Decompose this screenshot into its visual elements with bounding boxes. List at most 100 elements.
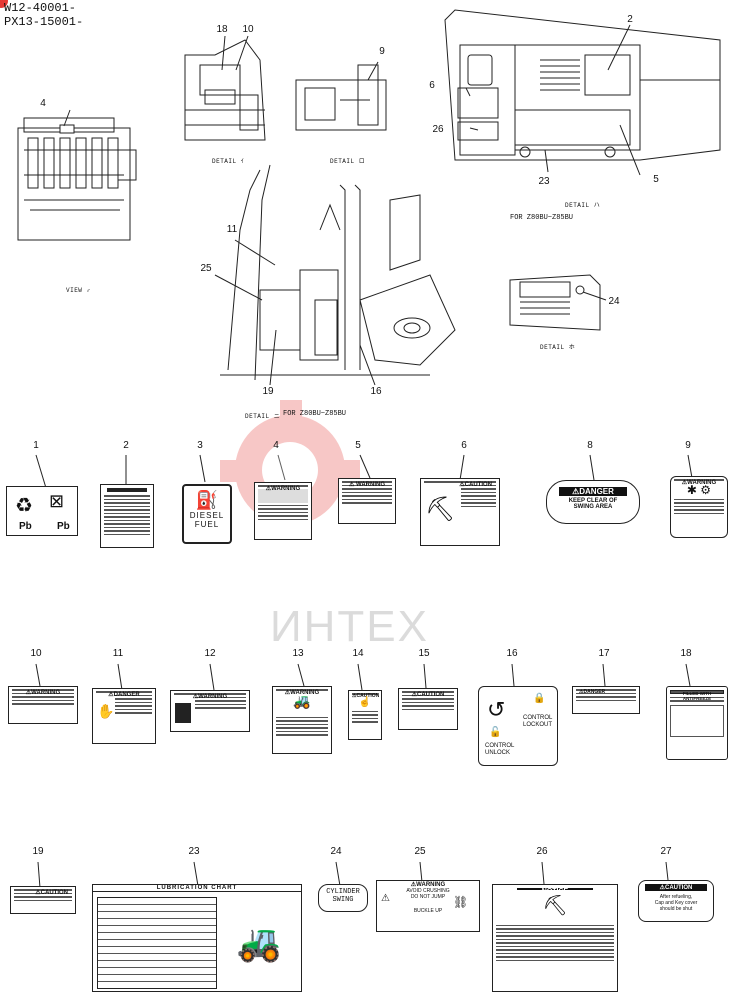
label-25-warning: ⚠WARNING AVOID CRUSHING DO NOT JUMP ⚠ ⛓ … — [376, 880, 480, 932]
lube-table — [97, 897, 217, 989]
callout-5: 5 — [653, 174, 659, 185]
detail-ni-drawing — [214, 164, 456, 386]
label-9-warning: ⚠WARNING ✱ ⚙ — [670, 476, 728, 538]
label-4-number: 4 — [273, 440, 279, 451]
label-23-lubrication-chart: LUBRICATION CHART 🚜 — [92, 884, 302, 992]
label-14-caution: ⚠CAUTION ☝ — [348, 690, 382, 740]
label-25-line1: AVOID CRUSHING — [406, 888, 450, 894]
lockout-line2: LOCKOUT — [523, 722, 553, 728]
label-27-header: ⚠CAUTION — [645, 884, 707, 891]
callout-10: 10 — [242, 24, 254, 35]
serial-range-1: W12-40001- — [4, 1, 77, 15]
label-25-line3: BUCKLE UP — [413, 908, 443, 914]
lever-arrow-icon: ↺ — [487, 697, 506, 722]
label-8-danger: ⚠DANGER KEEP CLEAR OF SWING AREA — [546, 480, 640, 524]
callout-25: 25 — [200, 263, 212, 274]
corner-badge — [0, 0, 8, 8]
label-13-warning: ⚠WARNING 🚜 — [272, 686, 332, 754]
caption-detail-ho: DETAIL ホ — [540, 344, 576, 351]
label-6-number: 6 — [461, 440, 467, 451]
label-23-number: 23 — [188, 846, 200, 857]
watermark-text: ИНТЕХ — [270, 602, 429, 651]
callout-4: 4 — [40, 98, 46, 109]
label-15-header: ⚠CAUTION — [402, 691, 454, 698]
level-ground-diagram: ⛏ — [542, 894, 568, 917]
label-3-number: 3 — [197, 440, 203, 451]
pb-text-a: Pb — [19, 521, 32, 532]
label-1-number: 1 — [33, 440, 39, 451]
label-27-number: 27 — [660, 846, 672, 857]
caption-detail-ni: DETAIL ニ — [245, 413, 281, 420]
callout-11: 11 — [226, 224, 238, 235]
lever-hand-icon: ✋ — [97, 703, 115, 719]
label-26-number: 26 — [536, 846, 548, 857]
lockout-line1: CONTROL — [523, 715, 553, 721]
label-25-header: ⚠WARNING — [377, 881, 479, 888]
label-8-header: ⚠DANGER — [559, 487, 627, 496]
label-8-line2: SWING AREA — [573, 504, 613, 510]
excavator-lube-diagram: 🚜 — [236, 922, 282, 963]
electric-hazard-icon — [175, 703, 191, 723]
label-leaders — [35, 454, 693, 889]
caption-detail-i: DETAIL ｲ — [212, 158, 245, 165]
callout-19: 19 — [262, 386, 274, 397]
detail-i-drawing — [184, 35, 266, 141]
label-19-number: 19 — [32, 846, 44, 857]
hand-pinch-icon: ☝ — [358, 696, 372, 708]
label-2-number: 2 — [123, 440, 129, 451]
unlock-icon: 🔓 — [489, 727, 502, 738]
fuel-text: FUEL — [194, 520, 220, 529]
label-25-line2: DO NOT JUMP — [410, 894, 446, 900]
caption-for-ha: FOR Z80BU~Z85BU — [510, 214, 574, 222]
caption-detail-ha: DETAIL ハ — [565, 202, 601, 209]
label-12-warning: ⚠WARNING — [170, 690, 250, 732]
caption-for-ni: FOR Z80BU~Z85BU — [283, 410, 347, 418]
label-24-number: 24 — [330, 846, 342, 857]
label-9-header: ⚠WARNING — [674, 479, 724, 486]
caption-detail-ro: DETAIL ロ — [330, 158, 366, 165]
callout-2: 2 — [627, 14, 633, 25]
label-25-number: 25 — [414, 846, 426, 857]
callout-26: 26 — [432, 124, 444, 135]
crush-hazard-icon: ⚠ — [381, 893, 390, 904]
excavator-icon: 🚜 — [293, 692, 311, 709]
callout-24: 24 — [608, 296, 620, 307]
label-27-line3: should be shut — [659, 906, 693, 912]
seatbelt-icon: ⛓ — [453, 895, 469, 909]
label-5-number: 5 — [355, 440, 361, 451]
detail-ho-drawing — [509, 274, 607, 331]
label-8-number: 8 — [587, 440, 593, 451]
label-14-header: ⚠CAUTION — [352, 693, 380, 699]
label-12-number: 12 — [204, 648, 216, 659]
label-5-header: ⚠ WARNING — [342, 481, 392, 488]
label-3-diesel-fuel: ⛽ DIESEL FUEL — [182, 484, 232, 544]
serial-range-2: PX13-15001- — [4, 15, 84, 29]
label-1-recycle: ♻ ⊠ Pb Pb — [6, 486, 78, 536]
label-13-number: 13 — [292, 648, 304, 659]
callout-23: 23 — [538, 176, 550, 187]
label-10-number: 10 — [30, 648, 42, 659]
label-14-number: 14 — [352, 648, 364, 659]
label-4-header: ⚠WARNING — [258, 485, 308, 492]
label-11-header: ⚠DANGER — [96, 691, 152, 698]
label-10-warning: ⚠WARNING — [8, 686, 78, 724]
label-23-header: LUBRICATION CHART — [93, 885, 301, 892]
label-19-caution: ⚠CAUTION — [10, 886, 76, 914]
label-10-header: ⚠WARNING — [12, 689, 74, 696]
excavator-arm-icon: ⛏ — [425, 496, 456, 523]
lock-icon: 🔒 — [533, 693, 546, 704]
label-11-danger: ⚠DANGER ✋ — [92, 688, 156, 744]
label-15-caution: ⚠CAUTION — [398, 688, 458, 730]
label-5-warning: ⚠ WARNING — [338, 478, 396, 524]
callout-16: 16 — [370, 386, 382, 397]
label-17-header: ⚠DANGER — [576, 689, 636, 695]
callout-9: 9 — [379, 46, 385, 57]
label-6-header: ⚠CAUTION — [424, 481, 496, 488]
label-11-number: 11 — [112, 648, 124, 659]
label-18-header: FILLED WITH ANTIFREEZE — [670, 690, 724, 701]
label-16-control-lockout: ↺ 🔒 CONTROL LOCKOUT 🔓 CONTROL UNLOCK — [478, 686, 558, 766]
pb-text-b: Pb — [57, 521, 70, 532]
label-12-header: ⚠WARNING — [174, 693, 246, 700]
label-27-line2: Cap and Key cover — [654, 900, 698, 906]
label-18-antifreeze: FILLED WITH ANTIFREEZE — [666, 686, 728, 760]
